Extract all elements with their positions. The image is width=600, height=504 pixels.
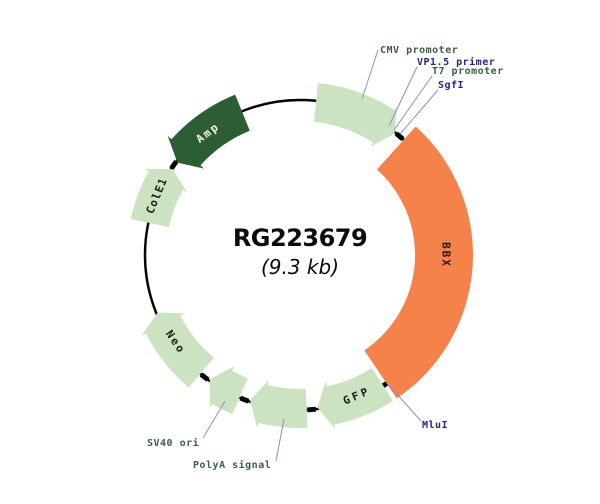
label-sv40-ori: SV40 ori (147, 438, 200, 449)
label-mlui-site: MluI (422, 420, 449, 431)
junction-tick (307, 406, 317, 413)
feature-cmv-promoter (314, 82, 397, 147)
feature-bbx (364, 126, 473, 399)
label-sgfi-site: SgfI (438, 80, 465, 91)
feature-label-bbx: BBX (440, 242, 453, 268)
callout-line-mlui (386, 382, 422, 422)
junction-tick (169, 159, 179, 170)
callout-line-vp15 (388, 66, 418, 127)
feature-neo (141, 312, 214, 388)
junction-tick (199, 372, 210, 382)
feature-amp (167, 94, 250, 169)
callout-line-cmv (361, 49, 379, 100)
label-vp15-primer: VP1.5 primer (417, 57, 496, 68)
label-polya-signal: PolyA signal (193, 460, 272, 471)
feature-sv40-ori (209, 366, 248, 415)
feature-gfp (317, 368, 393, 430)
callout-line-sgfi (399, 89, 439, 135)
callout-line-polya (275, 418, 285, 462)
junction-tick (239, 395, 250, 404)
callout-line-t7 (393, 75, 433, 131)
feature-cole1 (130, 168, 188, 228)
label-t7-promoter: T7 promoter (432, 66, 504, 77)
junction-tick (394, 131, 405, 141)
label-cmv-promoter: CMV promoter (380, 45, 459, 56)
feature-polya-signal (250, 380, 308, 429)
callout-line-sv40 (202, 400, 226, 439)
